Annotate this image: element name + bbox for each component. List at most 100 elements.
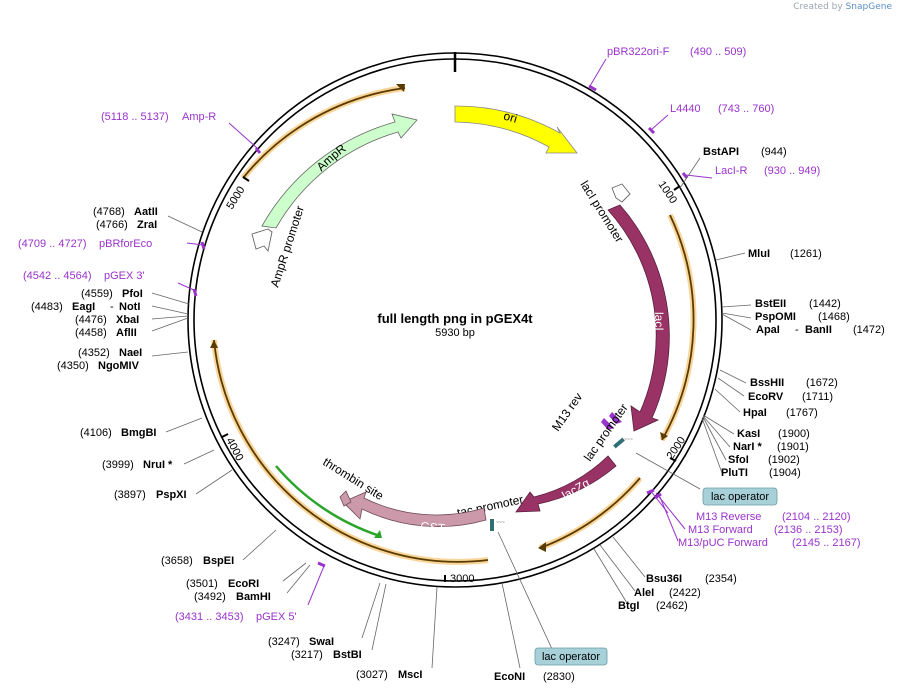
orf-arrowhead-5 xyxy=(374,530,382,538)
site-zrai[interactable]: (4766)ZraI xyxy=(96,219,157,231)
svg-text:(3027): (3027) xyxy=(356,669,388,681)
svg-text:(1900): (1900) xyxy=(778,428,810,440)
leader-pluti xyxy=(701,417,723,474)
site-alei[interactable]: AleI(2422) xyxy=(634,587,701,599)
site-leaders xyxy=(151,157,752,669)
primer-laci-r-range: (930 .. 949) xyxy=(764,165,820,177)
site-nari[interactable]: NarI *(1901) xyxy=(733,441,809,453)
leader-pspomi xyxy=(721,312,752,319)
leader-bmgbi xyxy=(165,417,203,433)
site-xbai[interactable]: (4476)XbaI xyxy=(75,314,139,326)
site-aflii[interactable]: (4458)AflII xyxy=(75,327,137,339)
feature-ampr[interactable] xyxy=(261,113,418,229)
feature-gst[interactable] xyxy=(342,491,487,527)
site-ecorv[interactable]: EcoRV(1711) xyxy=(748,391,833,403)
site-apai-banii[interactable]: ApaI-BanII(1472) xyxy=(756,324,885,336)
leader-bsteii xyxy=(721,304,752,308)
site-bamhi[interactable]: (3492)BamHI xyxy=(194,591,271,603)
svg-text:(4352): (4352) xyxy=(78,347,110,359)
primer-m13puc-name: M13/pUC Forward xyxy=(678,537,768,549)
site-bspei[interactable]: (3658)BspEI xyxy=(161,555,234,567)
svg-text:AatII: AatII xyxy=(134,206,158,218)
orf-arrowhead-4 xyxy=(210,340,218,348)
orf-gst xyxy=(213,339,489,563)
leader-bstbi xyxy=(371,583,387,651)
site-eagi-noti[interactable]: (4483)EagI-NotI xyxy=(31,301,140,313)
leader-econi xyxy=(501,582,521,669)
site-swai[interactable]: (3247)SwaI xyxy=(268,636,334,648)
svg-text:EagI: EagI xyxy=(72,301,95,313)
leader-bspei xyxy=(242,529,277,561)
site-bsshii[interactable]: BssHII(1672) xyxy=(750,377,838,389)
site-econi[interactable]: EcoNI(2830) xyxy=(494,671,575,683)
feature-ori[interactable] xyxy=(454,105,578,154)
svg-text:(3897): (3897) xyxy=(114,489,146,501)
site-pspomi[interactable]: PspOMI(1468) xyxy=(755,311,850,323)
leader-pgex5 xyxy=(307,565,325,606)
feature-ampr-promoter[interactable] xyxy=(251,228,273,253)
primer-l4440-range: (743 .. 760) xyxy=(718,103,774,115)
leader-apai xyxy=(721,313,752,331)
snapgene-branding: Created by SnapGene xyxy=(793,2,892,12)
leader-bsu36i xyxy=(612,536,646,578)
site-msci[interactable]: (3027)MscI xyxy=(356,669,422,681)
lac-operator-box-1[interactable]: lac operator xyxy=(702,487,778,506)
site-bstapi[interactable]: BstAPI(944) xyxy=(703,146,787,158)
site-bstbi[interactable]: (3217)BstBI xyxy=(291,649,362,661)
feature-laci-promoter[interactable] xyxy=(611,183,631,203)
site-bsteii[interactable]: BstEII(1442) xyxy=(755,298,841,310)
feature-m13rev-1[interactable] xyxy=(601,418,614,430)
site-btgi[interactable]: BtgI(2462) xyxy=(618,600,688,612)
svg-text:(4476): (4476) xyxy=(75,314,107,326)
primer-m13forward-name: M13 Forward xyxy=(688,524,753,536)
leader-mlui xyxy=(715,252,746,261)
orf-arcs xyxy=(210,84,697,565)
site-bmgbi[interactable]: (4106)BmgBI xyxy=(80,427,156,439)
svg-text:(4483): (4483) xyxy=(31,301,63,313)
site-nrui[interactable]: (3999)NruI * xyxy=(102,459,173,471)
feature-laczalpha[interactable] xyxy=(515,455,617,513)
svg-text:BstAPI: BstAPI xyxy=(703,146,739,158)
site-naei[interactable]: (4352)NaeI xyxy=(78,347,142,359)
svg-text:(3501): (3501) xyxy=(186,578,218,590)
lac-promoter-mini: ~~~ xyxy=(624,437,633,443)
site-hpai[interactable]: HpaI(1767) xyxy=(743,407,818,419)
lac-operator-mark-1[interactable] xyxy=(613,437,625,449)
svg-text:BmgBI: BmgBI xyxy=(121,427,156,439)
site-ngomiv[interactable]: (4350)NgoMIV xyxy=(57,360,140,372)
svg-text:(3492): (3492) xyxy=(194,591,226,603)
orf-arrowhead-3 xyxy=(538,542,546,552)
leader-laci-r xyxy=(685,174,713,179)
lac-operator-mark-2[interactable] xyxy=(490,519,494,531)
leader-ecori xyxy=(282,562,307,582)
mark-pgex3 xyxy=(192,288,198,297)
mark-m13-1 xyxy=(646,488,655,495)
primer-m13forward-range: (2136 .. 2153) xyxy=(774,524,843,536)
plasmid-title: full length png in pGEX4t 5930 bp xyxy=(377,311,533,339)
feature-laci-label: lacI xyxy=(652,312,666,331)
feature-m13rev-2[interactable] xyxy=(609,412,622,424)
site-pfoi[interactable]: (4559)PfoI xyxy=(81,288,143,300)
site-aatii[interactable]: (4768)AatII xyxy=(93,206,158,218)
leader-lacop2 xyxy=(497,531,553,650)
site-ecori[interactable]: (3501)EcoRI xyxy=(186,578,259,590)
svg-text:(1767): (1767) xyxy=(786,407,818,419)
feature-thrombin[interactable] xyxy=(339,490,352,507)
leader-kasi xyxy=(702,414,735,435)
primer-pgex5-name: pGEX 5' xyxy=(256,611,297,623)
site-bsu36i[interactable]: Bsu36I(2354) xyxy=(646,573,737,585)
feature-thrombin-label: thrombin site xyxy=(320,455,386,503)
primer-pbr322ori-range: (490 .. 509) xyxy=(690,46,746,58)
site-mlui[interactable]: MluI(1261) xyxy=(748,248,822,260)
site-pspxi[interactable]: (3897)PspXI xyxy=(114,489,187,501)
lac-operator-box-2[interactable]: lac operator xyxy=(534,647,608,666)
tick-label-1000: 1000 xyxy=(656,179,680,206)
feature-laci[interactable] xyxy=(607,204,670,432)
site-pluti[interactable]: PluTI(1904) xyxy=(721,467,801,479)
snapgene-logo-text: SnapGene xyxy=(845,2,892,12)
svg-text:(4766): (4766) xyxy=(96,219,128,231)
site-sfoi[interactable]: SfoI(1902) xyxy=(728,454,800,466)
svg-text:(4458): (4458) xyxy=(75,327,107,339)
site-kasi[interactable]: KasI(1900) xyxy=(737,428,810,440)
